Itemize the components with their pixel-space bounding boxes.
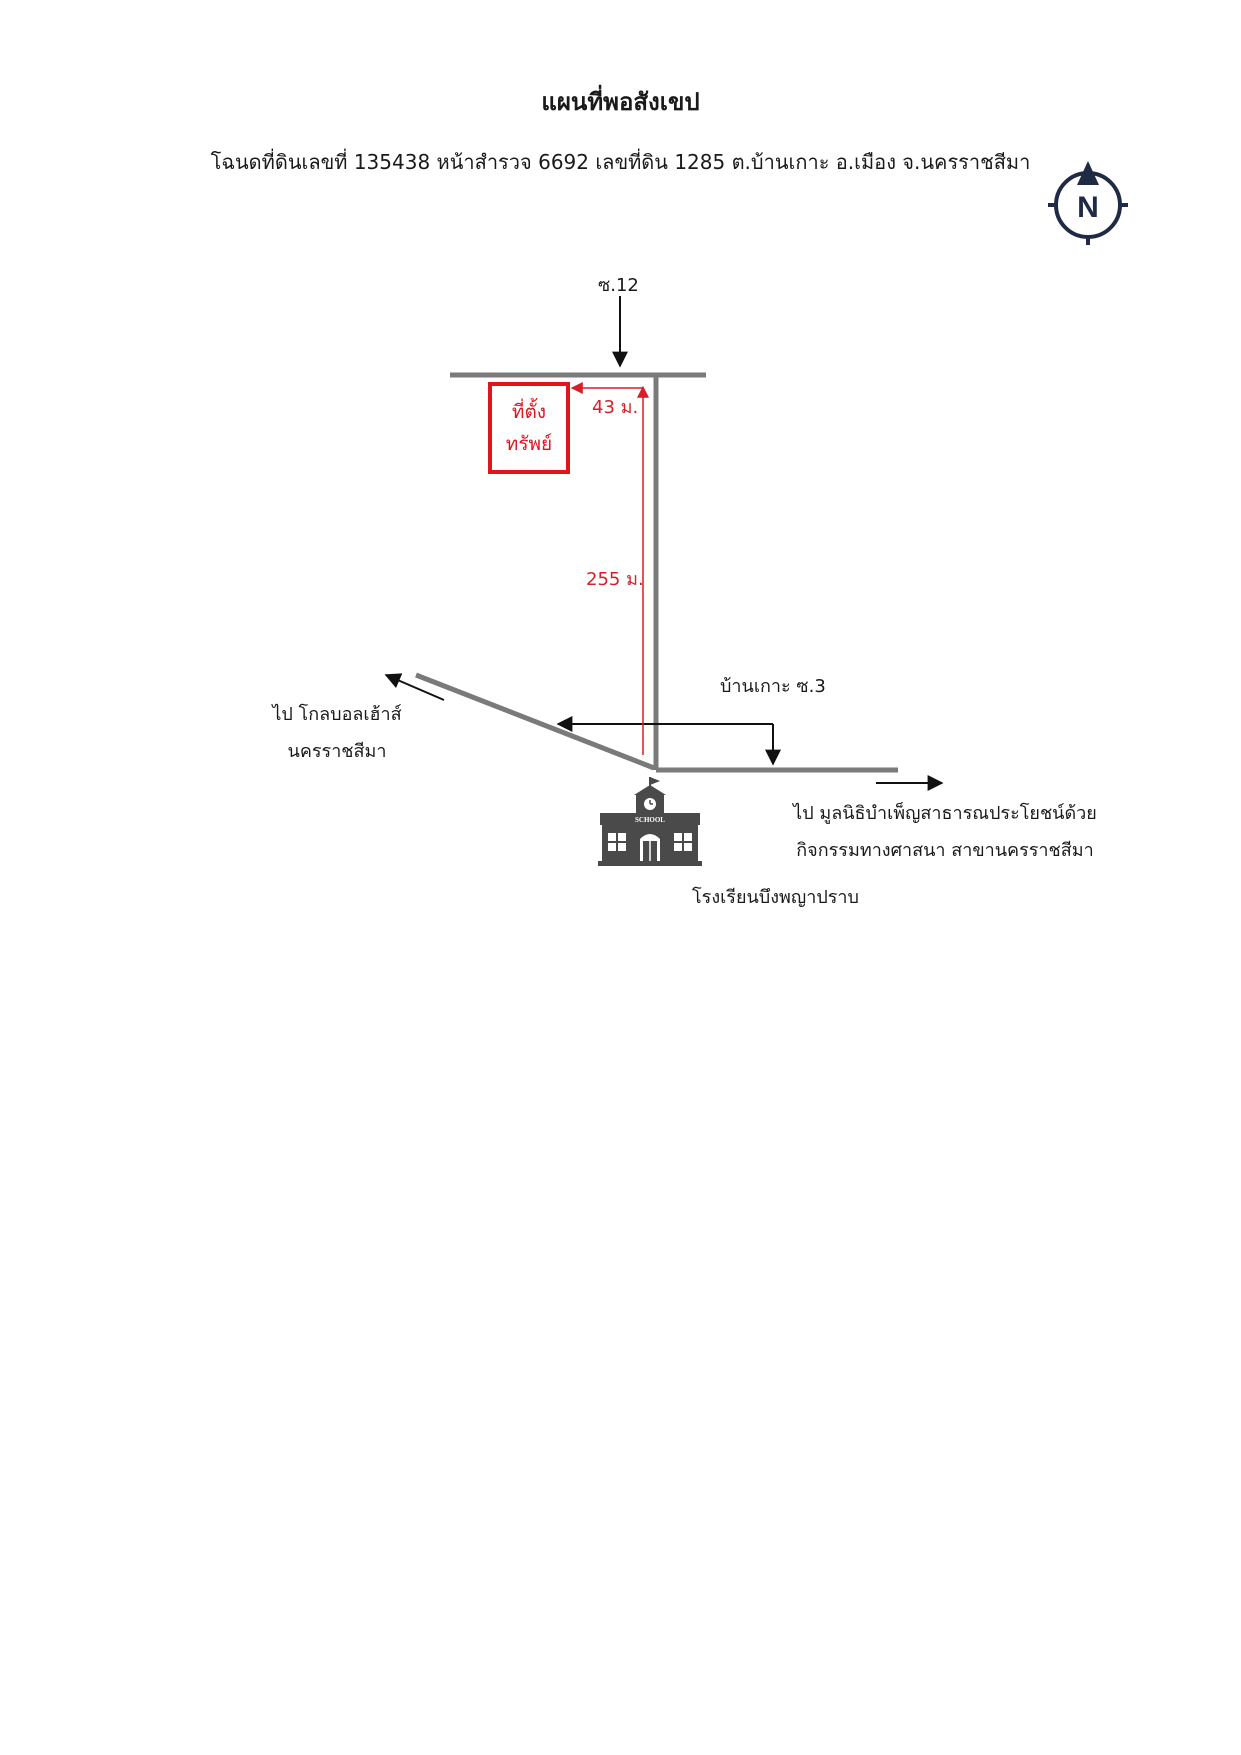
destination-left-line2: นครราชสีมา — [287, 741, 387, 762]
road-diagonal-left — [415, 672, 655, 771]
property-label-line2: ทรัพย์ — [505, 433, 553, 455]
school-name-label: โรงเรียนบึงพญาปราบ — [692, 887, 859, 908]
compass-letter: N — [1077, 191, 1099, 224]
north-compass-icon: N — [1048, 161, 1128, 245]
destination-left-line1: ไป โกลบอลเฮ้าส์ — [272, 704, 402, 725]
distance-arrows — [570, 382, 649, 755]
distance-label-255m: 255 ม. — [586, 569, 644, 590]
map-title: แผนที่พอสังเขป — [541, 88, 700, 116]
property-label-line1: ที่ตั้ง — [511, 401, 547, 423]
destination-left: ไป โกลบอลเฮ้าส์ นครราชสีมา — [262, 699, 412, 765]
roads — [415, 372, 898, 773]
arrow-left-destination — [384, 673, 445, 701]
destination-right: ไป มูลนิธิบำเพ็ญสาธารณประโยชน์ด้วย กิจกร… — [790, 798, 1100, 864]
distance-label-43m: 43 ม. — [592, 397, 639, 418]
school-sign-text: SCHOOL — [635, 816, 665, 824]
destination-right-line2: กิจกรรมทางศาสนา สาขานครราชสีมา — [796, 840, 1094, 861]
property-location-box: ที่ตั้ง ทรัพย์ — [488, 382, 570, 474]
deed-description: โฉนดที่ดินเลขที่ 135438 หน้าสำรวจ 6692 เ… — [210, 150, 1031, 174]
school-building-icon: SCHOOL — [598, 777, 702, 866]
road-label-soi12: ซ.12 — [598, 275, 639, 296]
direction-arrows — [384, 296, 944, 791]
road-label-ban-koh-soi3: บ้านเกาะ ซ.3 — [720, 676, 826, 697]
destination-right-line1: ไป มูลนิธิบำเพ็ญสาธารณประโยชน์ด้วย — [793, 803, 1097, 824]
